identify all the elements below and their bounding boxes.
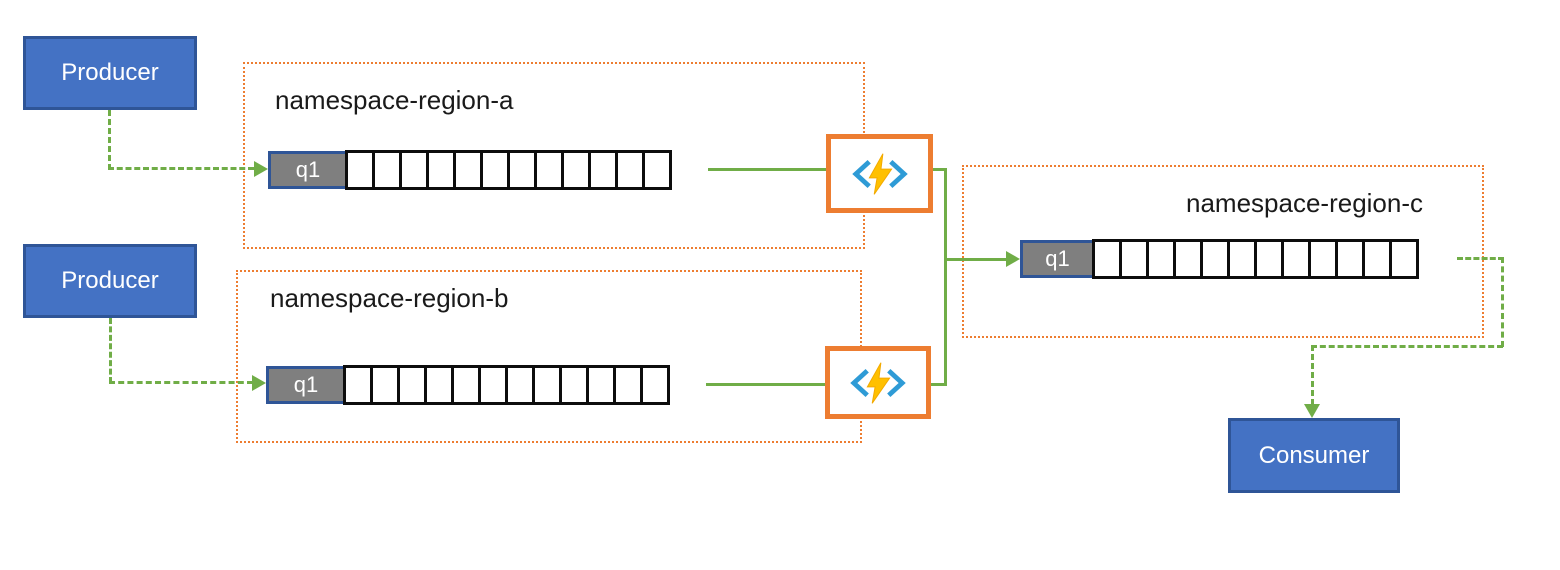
queue-cell [453,150,483,190]
producer-2-connector-horizontal [109,381,253,384]
queue-cell [478,365,508,405]
queue-cell [505,365,535,405]
function-2-out-line [931,383,947,386]
queue-a-cells [345,150,672,190]
queue-cell [1281,239,1311,279]
azure-function-icon [851,152,908,195]
queue-cell [534,150,564,190]
function-1-box [826,134,933,213]
queue-cell [1308,239,1338,279]
queue-cell [1362,239,1392,279]
consumer-label: Consumer [1258,441,1370,469]
queue-b-name-box: q1 [266,366,346,404]
producer-2-box: Producer [23,244,197,318]
queue-c-exit-horizontal [1457,257,1504,260]
merge-trunk-line [944,168,947,386]
queue-cell [559,365,589,405]
producer-1-arrowhead [254,161,268,177]
producer-1-label: Producer [61,59,159,86]
queue-cell [399,150,429,190]
queue-cell [451,365,481,405]
azure-function-icon [850,361,906,404]
queue-a-name: q1 [295,157,321,182]
trunk-to-queue-c-line [947,258,1006,261]
queue-cell [1119,239,1149,279]
queue-cell [372,150,402,190]
function-1-out-line [933,168,947,171]
producer-2-connector-vertical [109,318,112,383]
queue-cell [1092,239,1122,279]
queue-a-name-box: q1 [268,151,348,189]
queue-c-name-box: q1 [1020,240,1095,278]
queue-b-cells [343,365,670,405]
region-a-label: namespace-region-a [275,85,514,115]
producer-2-arrowhead [252,375,266,391]
consumer-arrowhead [1304,404,1320,418]
queue-c-arrowhead [1006,251,1020,267]
region-c-label: namespace-region-c [1186,188,1424,218]
queue-c: q1 [1020,239,1419,279]
queue-cell [1146,239,1176,279]
queue-cell [1173,239,1203,279]
queue-cell [343,365,373,405]
queue-cell [615,150,645,190]
queue-cell [642,150,672,190]
consumer-box: Consumer [1228,418,1400,493]
queue-cell [507,150,537,190]
queue-cell [586,365,616,405]
producer-1-box: Producer [23,36,197,110]
queue-c-exit-vertical [1501,257,1504,347]
queue-b: q1 [266,365,670,405]
queue-cell [345,150,375,190]
queue-cell [532,365,562,405]
queue-cell [397,365,427,405]
queue-b-to-function-2-line [706,383,825,386]
queue-cell [1389,239,1419,279]
queue-cell [480,150,510,190]
queue-cell [588,150,618,190]
queue-cell [1335,239,1365,279]
queue-cell [640,365,670,405]
queue-cell [613,365,643,405]
region-b-label: namespace-region-b [270,283,509,313]
producer-1-connector-vertical [108,110,111,170]
function-2-box [825,346,931,419]
queue-b-name: q1 [293,372,319,397]
queue-cell [1254,239,1284,279]
queue-cell [426,150,456,190]
queue-cell [1227,239,1257,279]
producer-1-connector-horizontal [108,167,254,170]
queue-cell [561,150,591,190]
queue-a-to-function-1-line [708,168,826,171]
consumer-connector-horizontal [1311,345,1503,348]
queue-a: q1 [268,150,672,190]
queue-c-cells [1092,239,1419,279]
consumer-connector-vertical [1311,345,1314,405]
region-c-box [962,165,1484,338]
queue-cell [1200,239,1230,279]
queue-cell [424,365,454,405]
producer-2-label: Producer [61,267,159,294]
queue-c-name: q1 [1045,246,1070,271]
queue-cell [370,365,400,405]
